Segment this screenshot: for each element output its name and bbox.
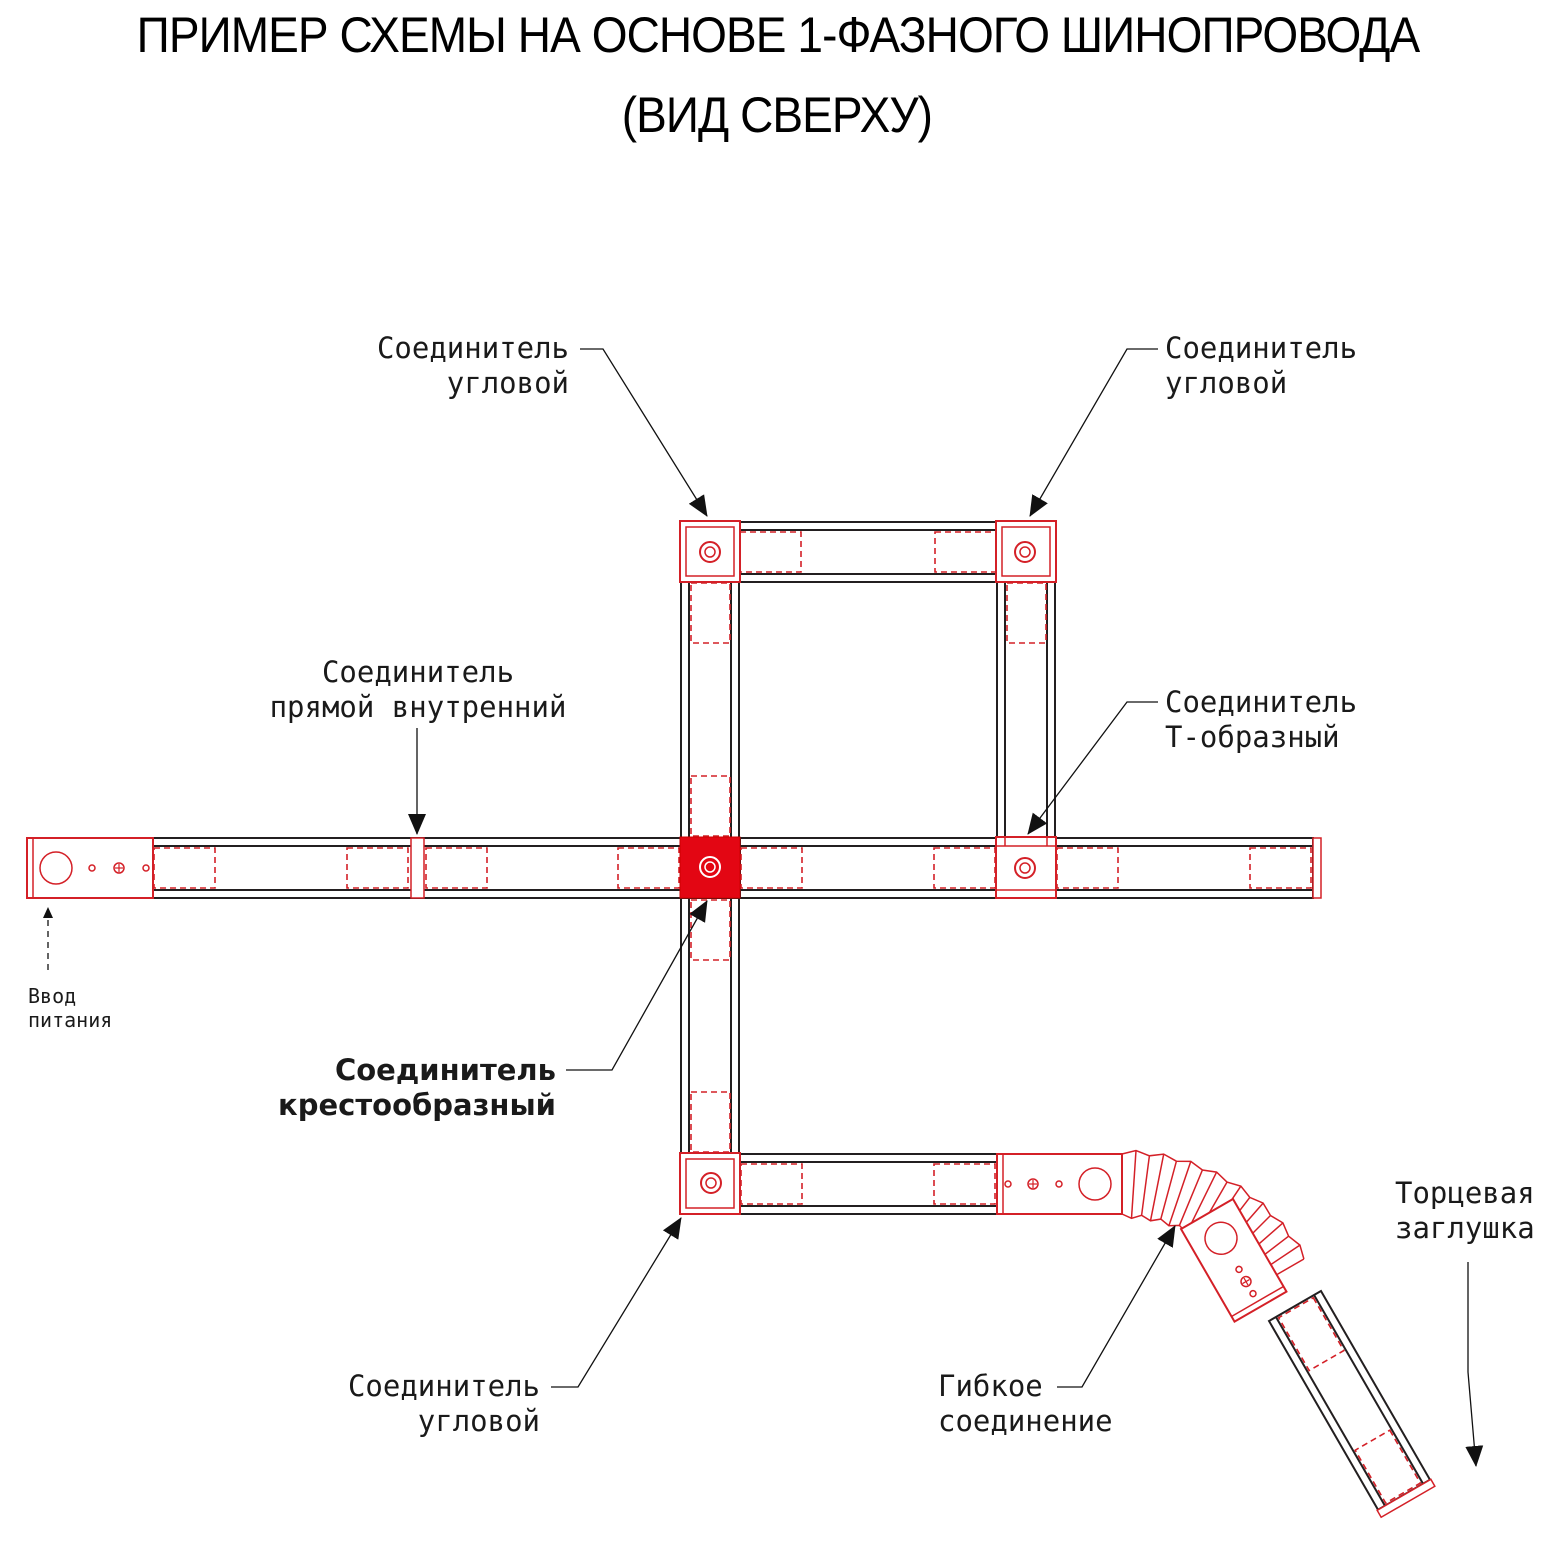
label-t-line1: Соединитель <box>1165 685 1357 719</box>
label-power-line2: питания <box>28 1008 112 1032</box>
label-flexible-line1: Гибкое <box>938 1369 1043 1403</box>
diagram-subtitle: (ВИД СВЕРХУ) <box>621 87 933 143</box>
label-corner-tl-line1: Соединитель <box>377 331 569 365</box>
label-corner-bottom-line2: угловой <box>418 1404 540 1438</box>
bellows-outer-edge <box>1121 1149 1305 1260</box>
track-main-right <box>1054 837 1314 899</box>
label-corner-tr-line2: угловой <box>1165 366 1287 400</box>
track-top-horizontal <box>739 521 998 583</box>
track-diagonal <box>1267 1289 1432 1512</box>
bellows-rib <box>1178 1169 1204 1226</box>
label-endcap-line2: заглушка <box>1395 1211 1535 1245</box>
t-connector <box>995 836 1057 899</box>
bellows-rib <box>1168 1161 1192 1226</box>
label-straight-line2: прямой внутренний <box>270 690 567 724</box>
end-cap-diagonal <box>1376 1478 1436 1519</box>
bellows-rib <box>1149 1153 1165 1221</box>
bellows-rib <box>1140 1155 1151 1216</box>
label-cross-line1: Соединитель <box>335 1053 556 1087</box>
track-bottom-horizontal <box>739 1153 998 1215</box>
corner-connector-top-left <box>679 520 741 583</box>
corner-connector-top-right <box>995 520 1057 583</box>
label-corner-bottom-line1: Соединитель <box>348 1369 540 1403</box>
straight-internal-connector <box>410 837 425 899</box>
end-cap-right <box>1312 837 1322 899</box>
labels: Соединитель угловой Соединитель угловой … <box>28 331 1535 1438</box>
leader-lines <box>43 348 1484 1467</box>
corner-connector-bottom <box>679 1152 741 1215</box>
flexible-connection <box>996 1149 1305 1324</box>
bellows-rib <box>1160 1161 1178 1220</box>
power-feed <box>26 837 154 899</box>
diagram-title: ПРИМЕР СХЕМЫ НА ОСНОВЕ 1-ФАЗНОГО ШИНОПРО… <box>136 7 1421 63</box>
cross-connector <box>679 836 741 899</box>
label-cross-line2: крестообразный <box>278 1088 556 1122</box>
bellows-rib <box>1130 1150 1137 1219</box>
label-t-line2: Т-образный <box>1165 720 1340 754</box>
label-flexible-line2: соединение <box>938 1404 1113 1438</box>
label-corner-tl-line2: угловой <box>447 366 569 400</box>
track-right-vertical <box>996 581 1056 839</box>
label-endcap-line1: Торцевая <box>1395 1176 1535 1210</box>
label-corner-tr-line1: Соединитель <box>1165 331 1357 365</box>
track-main-middle <box>739 837 998 899</box>
label-straight-line1: Соединитель <box>322 655 514 689</box>
label-power-line1: Ввод <box>28 984 76 1008</box>
